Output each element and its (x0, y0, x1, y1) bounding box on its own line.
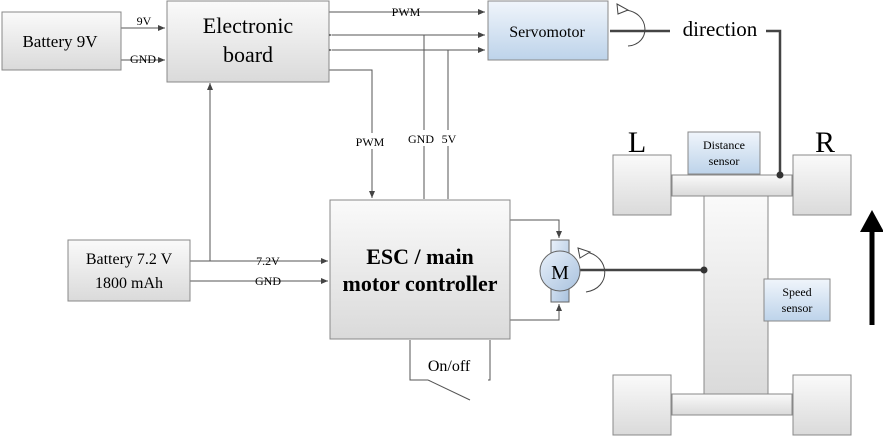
right-side-label: R (815, 126, 835, 159)
battery-7v2: Battery 7.2 V 1800 mAh (67, 239, 191, 302)
wheel-front-left (612, 154, 672, 216)
wheel-rear-left (612, 374, 672, 436)
switch-lever (427, 379, 471, 401)
electronic-board: Electronic board (166, 0, 330, 83)
on-off-switch-label: On/off (428, 358, 471, 375)
servo-rotation-icon (624, 9, 646, 47)
servomotor: Servomotor (487, 0, 646, 61)
battery-9v: Battery 9V (1, 11, 122, 71)
wire-esc-motor-top (510, 219, 562, 238)
mechanical-links (577, 29, 782, 272)
distance-sensor-label-line1: Distance (703, 138, 745, 152)
steering-joint-dot (776, 171, 784, 179)
label-gnd-esc: GND (408, 132, 434, 146)
label-gnd-7v2: GND (255, 274, 281, 288)
servomotor-label: Servomotor (509, 24, 585, 41)
esc-label-line2: motor controller (343, 271, 498, 296)
label-9v: 9V (137, 14, 152, 28)
distance-sensor-label-line2: sensor (709, 154, 740, 168)
label-pwm-servo: PWM (392, 5, 421, 19)
wheel-rear-right (792, 374, 852, 436)
battery-72-label-line2: 1800 mAh (95, 275, 163, 292)
board-label-line2: board (223, 42, 273, 67)
wire-pwm-esc (329, 69, 375, 198)
drive-joint-dot (700, 266, 708, 274)
motor-rotation-arrow-icon (577, 247, 592, 259)
label-pwm-esc: PWM (356, 135, 385, 149)
battery-72-label-line1: Battery 7.2 V (86, 251, 173, 268)
distance-sensor: Distance sensor (687, 131, 761, 175)
speed-sensor-label-line1: Speed (782, 285, 811, 299)
speed-sensor: Speed sensor (763, 278, 831, 322)
steering-link (766, 29, 782, 175)
switch-wire-right (488, 340, 491, 381)
speed-sensor-label-line2: sensor (782, 301, 813, 315)
wiring (121, 9, 562, 401)
left-side-label: L (628, 126, 646, 159)
esc-label-line1: ESC / main (366, 244, 474, 269)
drive-motor: M (539, 239, 606, 303)
front-axle (671, 174, 793, 197)
motor-rotation-icon (585, 251, 606, 293)
label-5v-esc: 5V (442, 132, 457, 146)
direction-label: direction (683, 17, 758, 41)
motor-label: M (551, 262, 569, 284)
label-7v2: 7.2V (256, 254, 280, 268)
label-gnd-9v: GND (130, 52, 156, 66)
wire-esc-motor-bottom (510, 304, 562, 321)
rear-axle (671, 393, 793, 416)
chassis (612, 154, 852, 436)
board-label-line1: Electronic (203, 13, 294, 38)
servo-rotation-arrow-icon (616, 3, 630, 15)
forward-arrow-icon (860, 210, 883, 325)
battery-9v-label: Battery 9V (22, 32, 98, 51)
switch-wire-left (409, 340, 428, 381)
wheel-front-right (792, 154, 852, 216)
esc-controller: ESC / main motor controller (329, 199, 511, 340)
chassis-spine (703, 195, 769, 395)
